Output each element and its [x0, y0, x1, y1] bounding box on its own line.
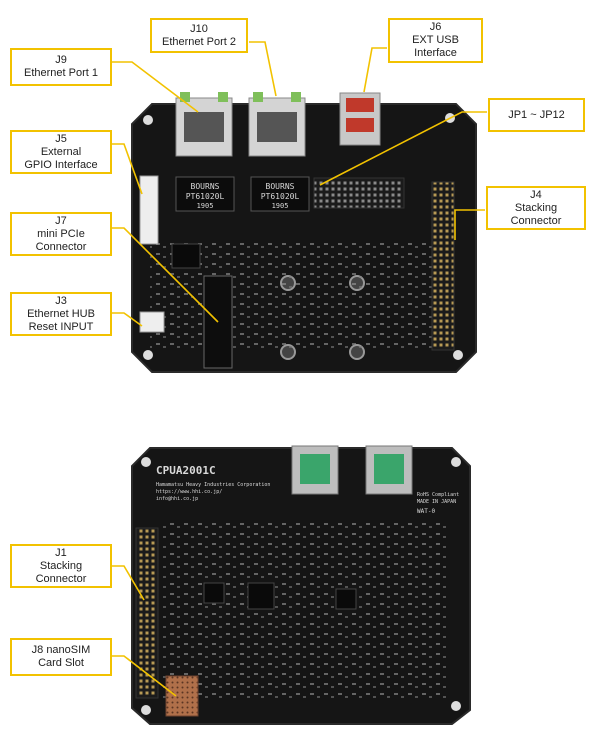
- jumper-header: [313, 177, 405, 209]
- mounting-hole: [141, 705, 151, 715]
- mounting-hole: [451, 457, 461, 467]
- transformer-2-date: 1905: [272, 202, 289, 210]
- transformer-2-part: PT61020L: [261, 192, 300, 201]
- transformer-1: BOURNS PT61020L 1905: [175, 176, 235, 212]
- bottom-board: CPUA2001C Hamamatsu Heavy Industries Cor…: [131, 445, 471, 725]
- chip: [247, 582, 275, 610]
- mounting-hole: [143, 350, 153, 360]
- reset-connector: [139, 311, 165, 333]
- ethernet-port-1: [175, 92, 233, 157]
- callout-j7: J7 mini PCIe Connector: [10, 212, 112, 256]
- chip: [335, 588, 357, 610]
- mounting-hole: [445, 113, 455, 123]
- top-board: BOURNS PT61020L 1905 BOURNS PT61020L 190…: [131, 92, 477, 373]
- transformer-1-brand: BOURNS: [191, 182, 220, 191]
- callout-j5: J5 External GPIO Interface: [10, 130, 112, 174]
- callout-j8: J8 nanoSIM Card Slot: [10, 638, 112, 676]
- board-name: CPUA2001C: [156, 464, 216, 477]
- callout-j1: J1 Stacking Connector: [10, 544, 112, 588]
- made-in-text: MADE IN JAPAN: [417, 499, 456, 505]
- callout-j10: J10 Ethernet Port 2: [150, 18, 248, 53]
- mounting-hole: [143, 115, 153, 125]
- gpio-connector: [139, 175, 159, 245]
- maker-email: info@hhi.co.jp: [156, 496, 198, 502]
- ethernet-jack-rear-2: [365, 445, 413, 495]
- callout-jp: JP1 ~ JP12: [488, 98, 585, 132]
- rohs-text: RoHS Compliant: [417, 492, 459, 498]
- callout-j9: J9 Ethernet Port 1: [10, 48, 112, 86]
- nanosim-slot: [165, 675, 199, 717]
- maker-url: https://www.hhi.co.jp/: [156, 489, 222, 495]
- transformer-2-brand: BOURNS: [266, 182, 295, 191]
- transformer-2: BOURNS PT61020L 1905: [250, 176, 310, 212]
- stacking-connector-j4: [431, 181, 455, 351]
- callout-j3: J3 Ethernet HUB Reset INPUT: [10, 292, 112, 336]
- smd-components: [160, 520, 450, 700]
- stacking-connector-j1: [135, 527, 159, 699]
- callout-j6: J6 EXT USB Interface: [388, 18, 483, 63]
- transformer-1-date: 1905: [197, 202, 214, 210]
- mounting-hole: [453, 350, 463, 360]
- revision-text: WAT-0: [417, 508, 435, 515]
- mounting-hole: [451, 701, 461, 711]
- mounting-hole: [141, 457, 151, 467]
- maker-name: Hamamatsu Heavy Industries Corporation: [156, 482, 270, 488]
- chip: [203, 582, 225, 604]
- transformer-1-part: PT61020L: [186, 192, 225, 201]
- chip: [171, 243, 201, 269]
- ethernet-port-2: [248, 92, 306, 157]
- ethernet-jack-rear-1: [291, 445, 339, 495]
- usb-connector: [339, 92, 381, 146]
- mini-pcie-connector: [203, 275, 233, 369]
- callout-j4: J4 Stacking Connector: [486, 186, 586, 230]
